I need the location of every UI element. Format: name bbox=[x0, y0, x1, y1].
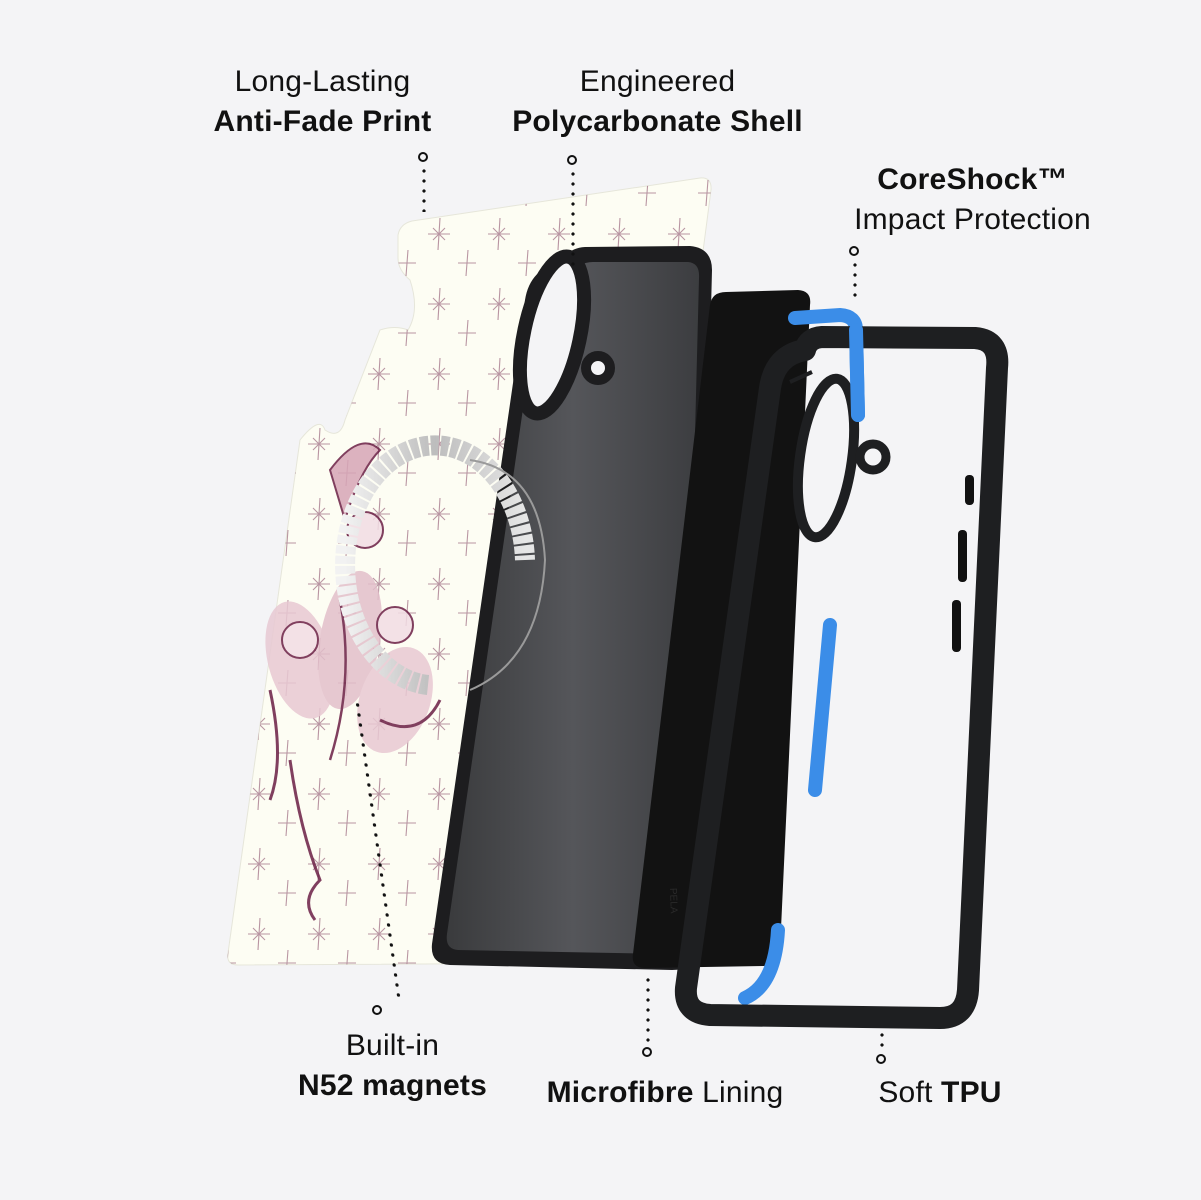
cherub-artwork bbox=[265, 442, 442, 921]
callout-magnets: Built-in N52 magnets bbox=[270, 1026, 515, 1106]
connector-endpoint-icon bbox=[372, 1005, 382, 1015]
connector-endpoint-icon bbox=[418, 152, 428, 162]
callout-microfibre-connector bbox=[642, 975, 652, 1060]
callout-tpu: Soft TPU bbox=[860, 1073, 1020, 1113]
callout-coreshock: CoreShock™ Impact Protection bbox=[830, 160, 1115, 240]
callout-anti-fade-print: Long-Lasting Anti-Fade Print bbox=[190, 62, 455, 142]
connector-endpoint-icon bbox=[567, 155, 577, 165]
callout-microfibre-bold: Microfibre bbox=[546, 1076, 703, 1109]
polycarbonate-shell bbox=[431, 246, 712, 970]
callout-polycarbonate-shell-connector bbox=[567, 155, 577, 270]
callout-anti-fade-print-light: Long-Lasting bbox=[234, 65, 411, 98]
dotted-leader-line bbox=[852, 260, 857, 300]
callout-coreshock-light: Impact Protection bbox=[854, 203, 1091, 236]
callout-microfibre: Microfibre Lining bbox=[525, 1073, 805, 1113]
callout-tpu-bold: TPU bbox=[941, 1076, 1002, 1109]
callout-anti-fade-print-connector bbox=[418, 152, 428, 212]
tpu-bumper bbox=[674, 323, 1009, 1029]
callout-coreshock-connector bbox=[849, 246, 859, 300]
connector-endpoint-icon bbox=[876, 1054, 886, 1064]
svg-text:PELA: PELA bbox=[667, 888, 679, 914]
callout-anti-fade-print-bold: Anti-Fade Print bbox=[213, 105, 432, 138]
callout-magnets-light: Built-in bbox=[345, 1029, 440, 1062]
connector-endpoint-icon bbox=[849, 246, 859, 256]
dotted-leader-line bbox=[879, 1030, 884, 1052]
dotted-leader-line bbox=[645, 975, 650, 1043]
connector-endpoint-icon bbox=[642, 1047, 652, 1057]
magnet-ring bbox=[335, 435, 547, 695]
dotted-leader-line bbox=[570, 169, 575, 269]
callout-polycarbonate-shell-light: Engineered bbox=[579, 65, 736, 98]
dotted-leader-line bbox=[421, 166, 426, 212]
callout-magnets-connector bbox=[354, 700, 401, 1020]
callout-coreshock-bold: CoreShock™ bbox=[877, 163, 1068, 196]
callout-polycarbonate-shell: Engineered Polycarbonate Shell bbox=[490, 62, 825, 142]
callout-tpu-connector bbox=[876, 1030, 886, 1070]
callout-polycarbonate-shell-bold: Polycarbonate Shell bbox=[512, 105, 803, 138]
callout-magnets-bold: N52 magnets bbox=[298, 1069, 487, 1102]
callout-tpu-light: Soft bbox=[878, 1076, 942, 1109]
callout-microfibre-light: Lining bbox=[702, 1076, 784, 1109]
